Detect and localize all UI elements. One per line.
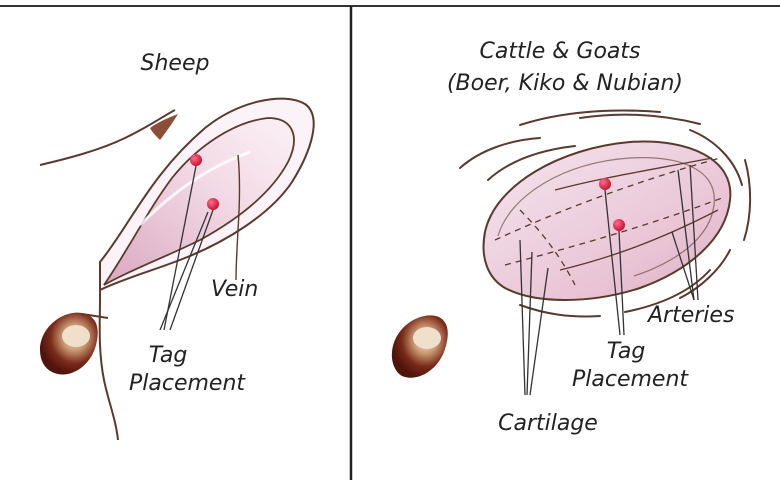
cattle-arteries-label: Arteries — [646, 303, 734, 328]
cattle-tag-dot-upper — [599, 178, 611, 190]
cattle-title-line1: Cattle & Goats — [480, 39, 641, 64]
cattle-head-outline — [455, 168, 474, 275]
sheep-wool-tuft — [150, 114, 178, 140]
sheep-title: Sheep — [141, 51, 210, 76]
cattle-eye — [392, 315, 448, 377]
sheep-tag-label-line2: Placement — [129, 371, 246, 396]
cattle-title-line2: (Boer, Kiko & Nubian) — [447, 71, 683, 96]
cattle-cartilage-label: Cartilage — [498, 411, 598, 436]
sheep-tag-dot-upper — [190, 154, 202, 166]
sheep-vein-label: Vein — [211, 277, 258, 302]
sheep-tag-label-line1: Tag — [149, 343, 188, 368]
cattle-tag-label-line2: Placement — [572, 367, 689, 392]
cattle-goats-panel: Cattle & Goats (Boer, Kiko & Nubian) — [392, 39, 750, 436]
cattle-tag-dot-lower — [613, 219, 625, 231]
sheep-eye — [40, 313, 108, 375]
sheep-panel: Sheep Vein Tag Placement — [40, 51, 314, 440]
sheep-head-outline — [40, 110, 175, 165]
sheep-tag-dot-lower — [207, 198, 219, 210]
cattle-tag-label-line1: Tag — [607, 339, 646, 364]
